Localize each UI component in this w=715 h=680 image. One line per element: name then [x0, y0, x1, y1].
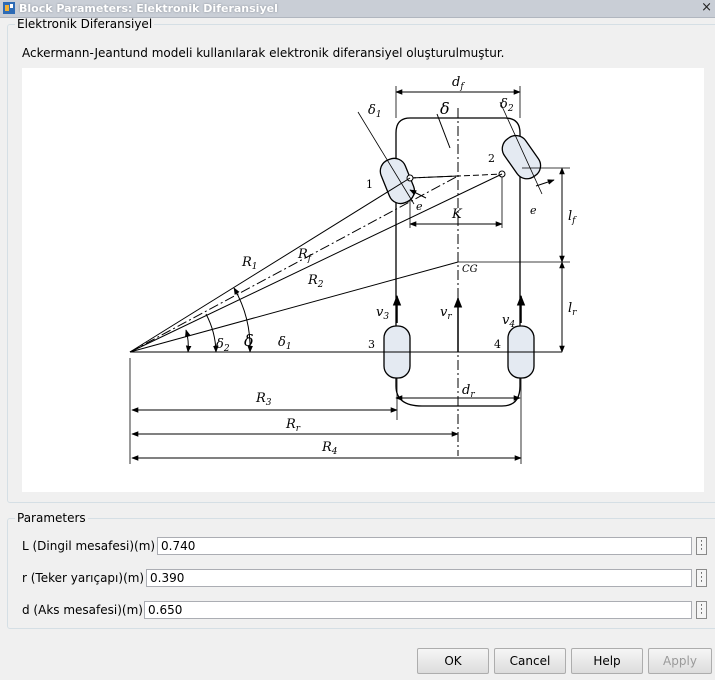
- param-input-L[interactable]: [157, 537, 692, 555]
- title-bar: Block Parameters: Elektronik Diferansiye…: [0, 0, 715, 18]
- param-options-L-icon[interactable]: ···: [696, 537, 707, 555]
- param-input-d[interactable]: [144, 601, 692, 619]
- label-R4: R4: [321, 440, 338, 457]
- label-delta1-arc: δ1: [278, 335, 292, 352]
- label-wheel-3: 3: [368, 338, 375, 351]
- param-label-d: d (Aks mesafesi)(m): [22, 603, 143, 617]
- description-text: Ackermann-Jeantund modeli kullanılarak e…: [22, 46, 505, 60]
- label-delta1-top: δ1: [368, 103, 382, 120]
- label-e-left: e: [416, 200, 423, 213]
- parameters-group: Parameters: [7, 511, 715, 629]
- ok-button[interactable]: OK: [417, 648, 489, 674]
- label-R2: R2: [307, 273, 324, 290]
- label-delta2-arc: δ2: [216, 337, 230, 354]
- label-wheel-2: 2: [488, 152, 495, 165]
- label-Rr: Rr: [285, 417, 301, 434]
- cancel-button[interactable]: Cancel: [494, 648, 566, 674]
- label-df: df: [452, 75, 465, 92]
- label-lf: lf: [568, 209, 577, 226]
- param-input-r[interactable]: [146, 569, 692, 587]
- description-group-title: Elektronik Diferansiyel: [17, 17, 153, 31]
- param-label-L: L (Dingil mesafesi)(m): [22, 539, 156, 553]
- label-e-right: e: [530, 204, 537, 217]
- label-R1: R1: [241, 255, 258, 272]
- label-Rf: Rf: [297, 247, 313, 264]
- label-v3: v3: [376, 305, 389, 322]
- label-dr: dr: [462, 383, 475, 400]
- param-options-d-icon[interactable]: ···: [696, 601, 707, 619]
- ackermann-diagram: df δ δ1 δ2 1 2 3 4 e e K CG R1 Rf R2 δ δ…: [22, 68, 704, 492]
- label-R3: R3: [255, 391, 272, 408]
- param-row-r: r (Teker yarıçapı)(m) ···: [22, 569, 712, 589]
- apply-button[interactable]: Apply: [648, 648, 712, 674]
- parameters-group-title: Parameters: [17, 511, 86, 525]
- label-lr: lr: [568, 301, 577, 318]
- param-label-r: r (Teker yarıçapı)(m): [22, 571, 145, 585]
- help-button[interactable]: Help: [571, 648, 643, 674]
- label-wheel-1: 1: [366, 178, 373, 191]
- window-title: Block Parameters: Elektronik Diferansiye…: [19, 2, 278, 15]
- label-CG: CG: [462, 264, 478, 275]
- description-group: Elektronik Diferansiyel: [7, 17, 715, 503]
- label-vr: vr: [440, 305, 452, 322]
- label-delta2-top: δ2: [500, 97, 514, 114]
- simulink-app-icon: [3, 2, 15, 14]
- label-v4: v4: [502, 313, 515, 330]
- label-wheel-4: 4: [494, 338, 501, 351]
- close-icon[interactable]: ×: [701, 0, 712, 15]
- label-delta: δ: [440, 99, 450, 118]
- param-row-d: d (Aks mesafesi)(m) ···: [22, 601, 712, 621]
- label-K: K: [451, 207, 463, 222]
- param-row-L: L (Dingil mesafesi)(m) ···: [22, 537, 712, 557]
- param-options-r-icon[interactable]: ···: [696, 569, 707, 587]
- label-delta-arc: δ: [244, 331, 254, 350]
